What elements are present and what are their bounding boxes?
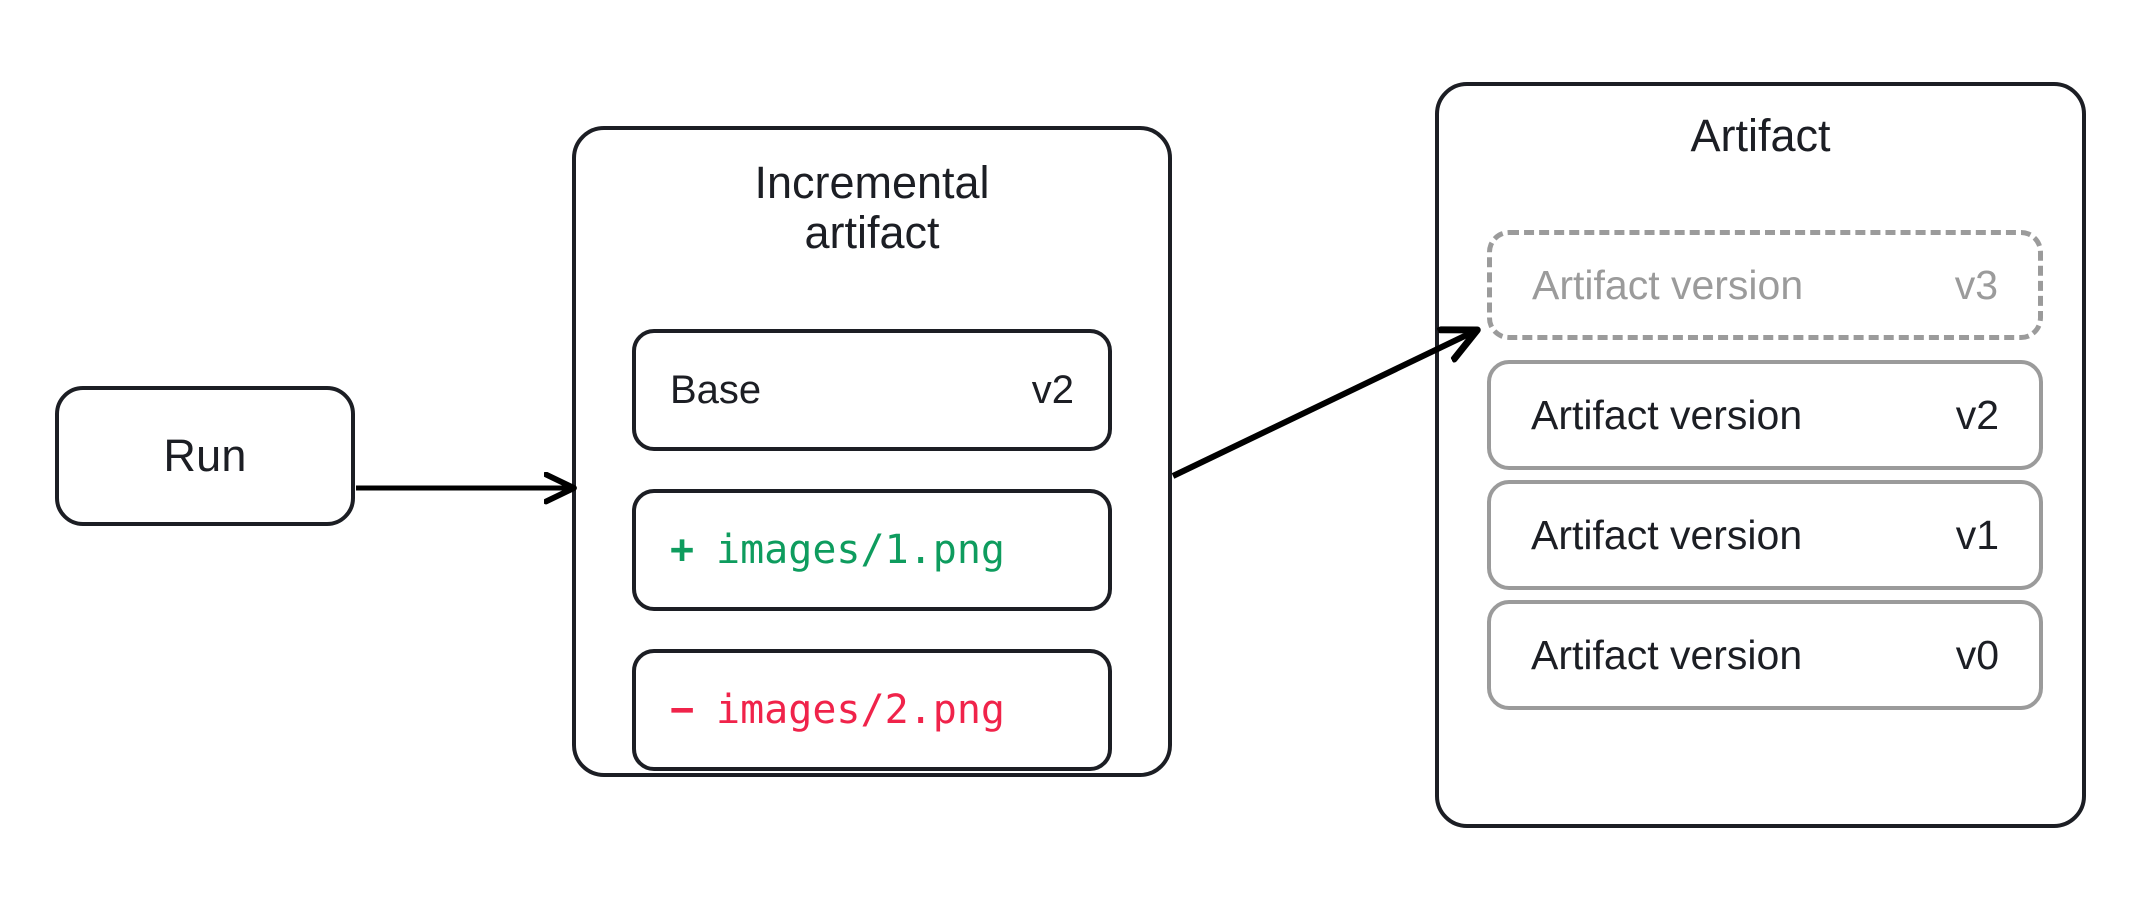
artifact-version-row-v1-version: v1 [1955, 511, 1999, 558]
artifact-version-row-v0-label: Artifact version [1531, 631, 1803, 678]
incremental-row-added-path: images/1.png [716, 527, 1005, 573]
incremental-artifact-title-line2: artifact [804, 207, 940, 259]
artifact-version-row-v2[interactable]: Artifact version v2 [1487, 360, 2043, 470]
artifact-node[interactable]: Artifact Artifact version v3 Artifact ve… [1435, 82, 2086, 828]
incremental-artifact-node[interactable]: Incremental artifact Base v2 + images/1.… [572, 126, 1172, 777]
artifact-version-row-v0[interactable]: Artifact version v0 [1487, 600, 2043, 710]
artifact-version-list: Artifact version v3 Artifact version v2 … [1487, 230, 2043, 720]
minus-icon: − [670, 687, 695, 733]
incremental-row-base[interactable]: Base v2 [632, 329, 1112, 451]
incremental-row-base-version: v2 [1031, 367, 1074, 412]
incremental-artifact-title: Incremental artifact [576, 157, 1168, 259]
incremental-row-deleted-path: images/2.png [716, 687, 1005, 733]
artifact-version-row-v1[interactable]: Artifact version v1 [1487, 480, 2043, 590]
artifact-version-row-v1-label: Artifact version [1531, 511, 1803, 558]
incremental-row-deleted-file[interactable]: − images/2.png [632, 649, 1112, 771]
artifact-version-row-v2-version: v2 [1955, 391, 1999, 438]
run-node[interactable]: Run [55, 386, 355, 526]
incremental-artifact-rows: Base v2 + images/1.png − images/2.png [632, 329, 1112, 809]
artifact-version-row-v2-label: Artifact version [1531, 391, 1803, 438]
artifact-version-row-v3[interactable]: Artifact version v3 [1487, 230, 2043, 340]
artifact-title: Artifact [1690, 110, 1831, 161]
incremental-row-added-file[interactable]: + images/1.png [632, 489, 1112, 611]
artifact-version-row-v3-version: v3 [1954, 261, 1998, 308]
arrow-incremental-to-artifact [1171, 332, 1473, 479]
artifact-version-row-v3-label: Artifact version [1532, 261, 1804, 308]
incremental-row-base-label: Base [670, 367, 762, 412]
run-node-label: Run [163, 430, 247, 481]
artifact-version-row-v0-version: v0 [1955, 631, 1999, 678]
incremental-artifact-title-line1: Incremental [754, 157, 990, 208]
plus-icon: + [670, 527, 695, 573]
